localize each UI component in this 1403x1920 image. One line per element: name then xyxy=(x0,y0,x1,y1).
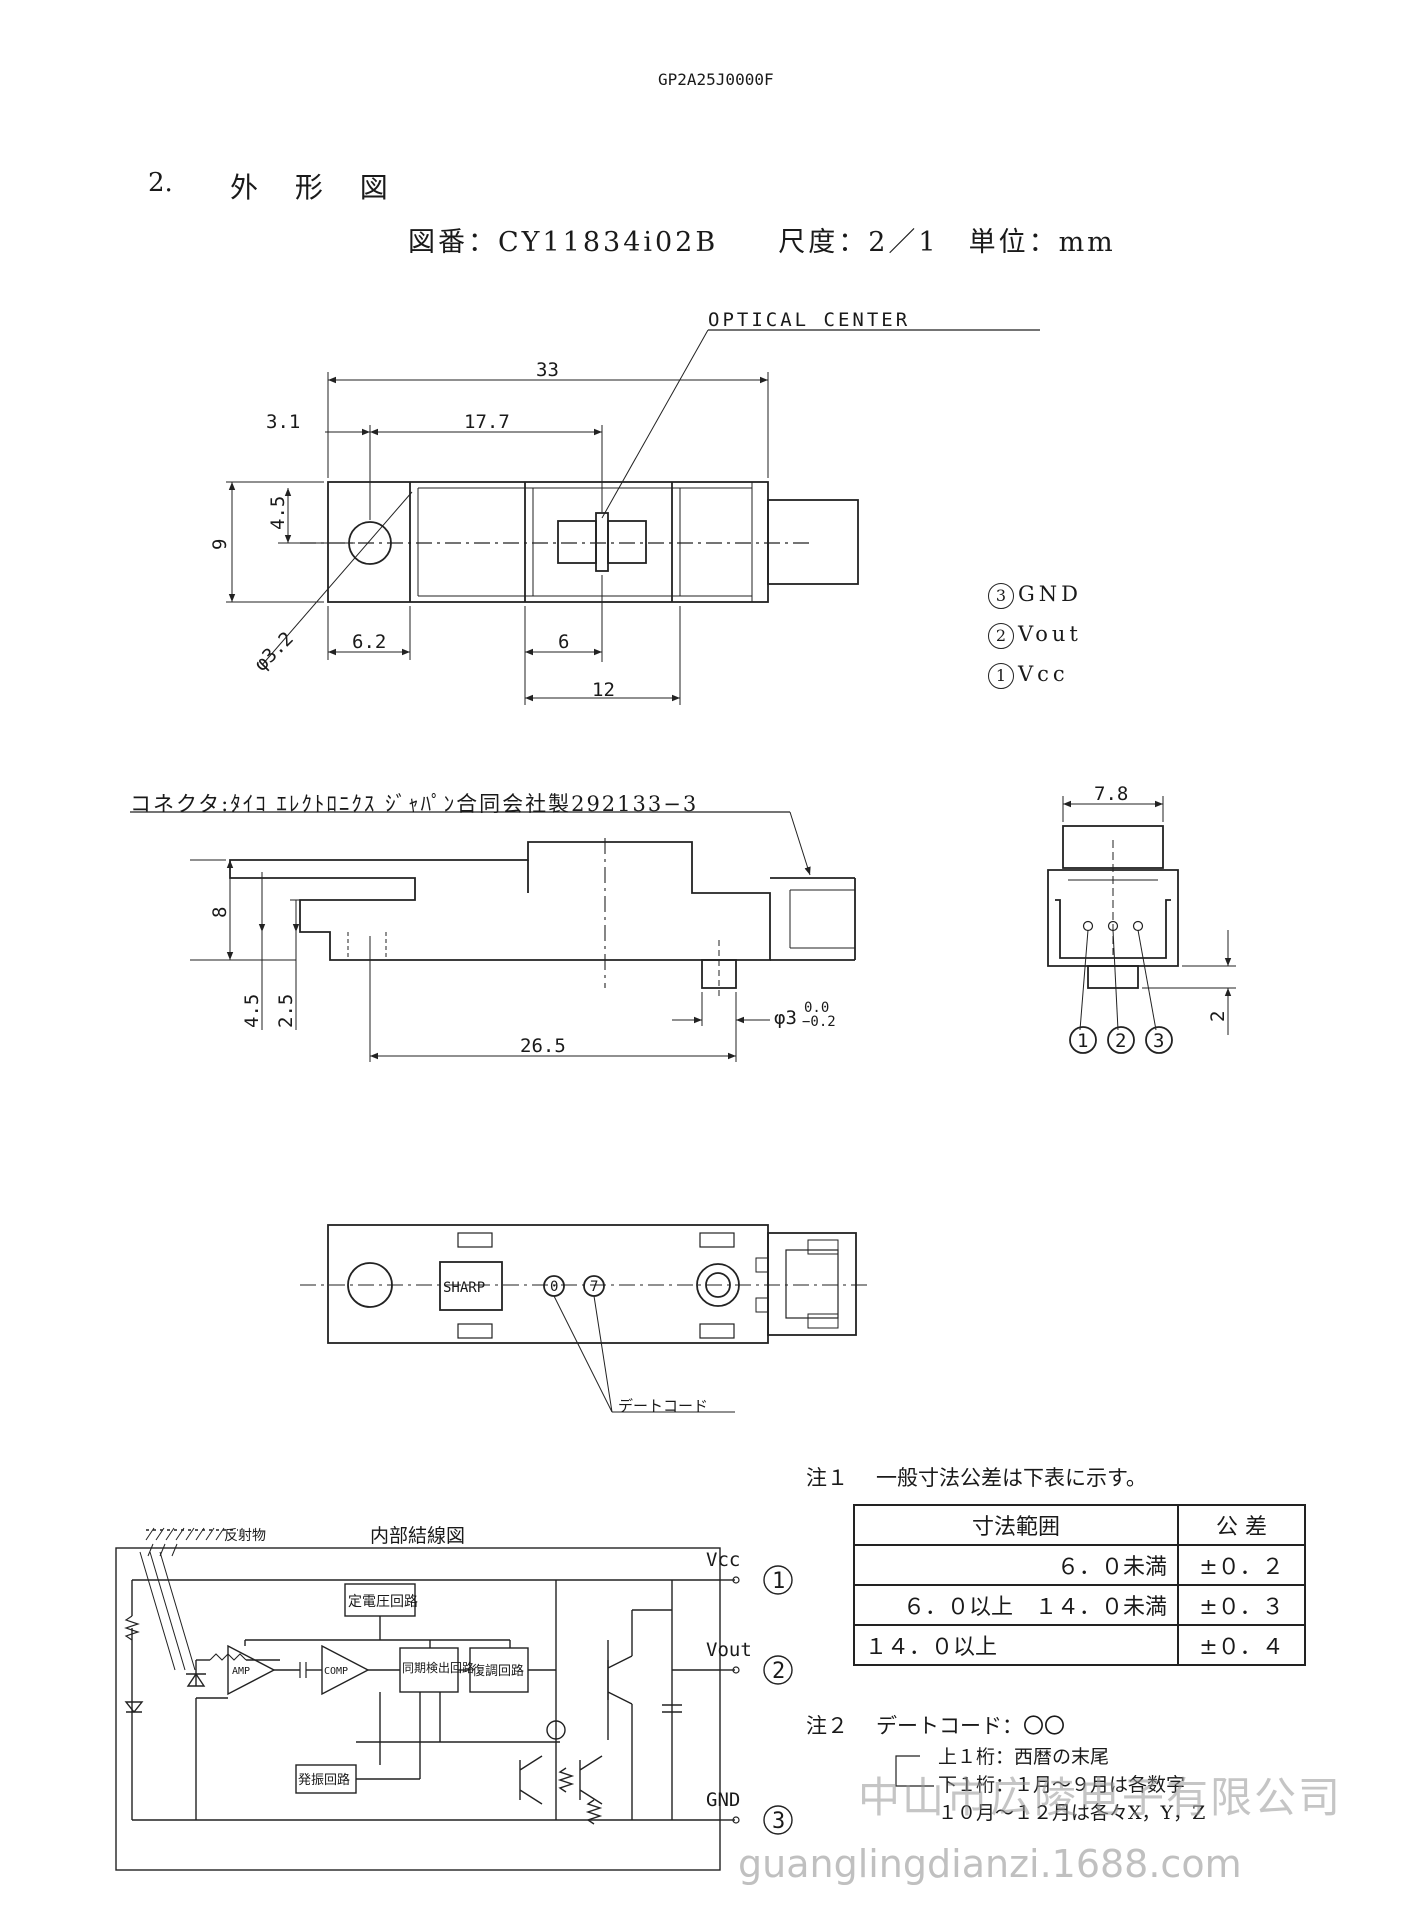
sharp-logo-box xyxy=(439,1261,503,1311)
section-title: 外 形 図 xyxy=(230,171,402,204)
table-cell: １４．０以上 xyxy=(853,1624,1179,1666)
bottom-view xyxy=(300,1224,868,1413)
dim-33: 33 xyxy=(536,359,559,381)
dim-2-5: 2.5 xyxy=(275,994,297,1028)
note1-text: 一般寸法公差は下表に示す。 xyxy=(876,1466,1147,1490)
amp-triangle xyxy=(227,1644,276,1696)
terminal-num-1: 1 xyxy=(772,1569,785,1594)
watermark-company: 中山市広陵电子有限公司 xyxy=(858,1773,1343,1822)
amp-label: AMP xyxy=(232,1666,250,1677)
note2-text: デートコード：〇〇 xyxy=(876,1714,1065,1738)
dim-6: 6 xyxy=(558,631,569,653)
circuit-title: 内部結線図 xyxy=(370,1525,465,1547)
pin-legend-name: GND xyxy=(1018,582,1082,606)
pin-legend-name: Vcc xyxy=(1018,662,1069,686)
table-cell: ±０．３ xyxy=(1177,1584,1306,1626)
table-header: 寸法範囲 xyxy=(853,1504,1179,1546)
date-code-char-2: 7 xyxy=(590,1279,598,1295)
table-row: ６．０以上 １４．０未満 ±０．３ xyxy=(853,1584,1306,1626)
comp-label: COMP xyxy=(324,1666,348,1677)
terminal-name-gnd: GND xyxy=(706,1789,740,1811)
note2-bracket xyxy=(895,1755,934,1787)
end-pin-circle-2 xyxy=(1107,1026,1135,1054)
dim-3-1: 3.1 xyxy=(266,411,300,433)
terminal-circle-2 xyxy=(763,1655,793,1685)
phi-tolerance-minus: −0.2 xyxy=(802,1014,836,1030)
dim-4-5-top: 4.5 xyxy=(267,496,289,530)
dim-7-8: 7.8 xyxy=(1094,783,1128,805)
table-cell: ±０．２ xyxy=(1177,1544,1306,1586)
sync-label: 同期検出回路 xyxy=(402,1660,474,1675)
terminal-circle-3 xyxy=(763,1805,793,1835)
note2-line2: 下１桁：１月～９月は各数字 xyxy=(938,1774,1186,1796)
drawing-number: 図番：CY11834i02B 尺度：2／1 単位：mm xyxy=(408,227,1116,258)
optical-center-label: OPTICAL CENTER xyxy=(708,309,910,331)
vreg-label: 定電圧回路 xyxy=(348,1594,418,1610)
lens-right xyxy=(607,520,647,564)
end-pin-label-1: 1 xyxy=(1077,1030,1088,1052)
dim-26-5: 26.5 xyxy=(520,1035,566,1057)
table-header: 公 差 xyxy=(1177,1504,1306,1546)
end-view xyxy=(1047,796,1236,1054)
dim-12: 12 xyxy=(592,679,615,701)
dim-2: 2 xyxy=(1207,1011,1229,1022)
table-row: ６．０未満 ±０．２ xyxy=(853,1544,1306,1586)
pin-legend-name: Vout xyxy=(1018,622,1082,646)
sharp-logo: SHARP xyxy=(443,1280,485,1296)
note2-label: 注２ xyxy=(806,1714,848,1738)
end-pin-circle-3 xyxy=(1145,1026,1173,1054)
comp-triangle xyxy=(321,1644,370,1696)
note1-label: 注１ xyxy=(806,1466,848,1490)
internal-circuit xyxy=(115,1527,793,1871)
reflector-label: 反射物 xyxy=(224,1528,266,1544)
terminal-name-vcc: Vcc xyxy=(706,1549,740,1571)
note2-line3: １０月～１２月は各々X，Y，Z xyxy=(938,1802,1206,1824)
dim-17-7: 17.7 xyxy=(464,411,510,433)
table-cell: ６．０以上 １４．０未満 xyxy=(853,1584,1179,1626)
dim-9: 9 xyxy=(209,539,231,550)
lens-left xyxy=(557,520,597,564)
side-view xyxy=(130,811,856,1062)
pin-num-badge: 3 xyxy=(988,583,1014,609)
dim-4-5-side: 4.5 xyxy=(241,994,263,1028)
top-view xyxy=(226,329,1040,705)
table-header-row: 寸法範囲 公 差 xyxy=(853,1504,1306,1546)
demod-label: 復調回路 xyxy=(472,1663,524,1679)
date-code-label: デートコード xyxy=(618,1397,709,1415)
end-pin-label-3: 3 xyxy=(1153,1030,1164,1052)
connector-label: コネクタ:ﾀｲｺ ｴﾚｸﾄﾛﾆｸｽ ｼﾞｬﾊﾟﾝ合同会社製292133−3 xyxy=(130,792,699,816)
top-view-body xyxy=(327,481,769,603)
table-cell: ±０．４ xyxy=(1177,1624,1306,1666)
terminal-num-2: 2 xyxy=(772,1659,785,1684)
watermark-url: guanglingdianzi.1688.com xyxy=(738,1842,1242,1886)
phi-tolerance-plus: 0.0 xyxy=(804,1000,829,1016)
document-code: GP2A25J0000F xyxy=(658,70,774,89)
table-row: １４．０以上 ±０．４ xyxy=(853,1624,1306,1666)
dim-phi-3: φ3 xyxy=(774,1007,797,1029)
end-pin-label-2: 2 xyxy=(1115,1030,1126,1052)
terminal-name-vout: Vout xyxy=(706,1639,752,1661)
pin-num-badge: 1 xyxy=(988,663,1014,689)
section-number: 2. xyxy=(148,168,173,198)
osc-label: 発振回路 xyxy=(298,1772,350,1788)
table-cell: ６．０未満 xyxy=(853,1544,1179,1586)
end-pin-circle-1 xyxy=(1069,1026,1097,1054)
circuit-frame xyxy=(115,1547,721,1871)
terminal-circle-1 xyxy=(763,1565,793,1595)
date-code-char-1: 0 xyxy=(550,1279,558,1295)
lens-divider xyxy=(595,512,609,572)
tolerance-table: 寸法範囲 公 差 ６．０未満 ±０．２ ６．０以上 １４．０未満 ±０．３ １４… xyxy=(853,1504,1306,1666)
dim-phi-3-2: φ3.2 xyxy=(250,628,298,676)
dim-6-2: 6.2 xyxy=(352,631,386,653)
dim-8: 8 xyxy=(209,907,231,918)
pin-num-badge: 2 xyxy=(988,623,1014,649)
terminal-num-3: 3 xyxy=(772,1809,785,1834)
note2-line1: 上１桁：西暦の末尾 xyxy=(938,1746,1110,1768)
